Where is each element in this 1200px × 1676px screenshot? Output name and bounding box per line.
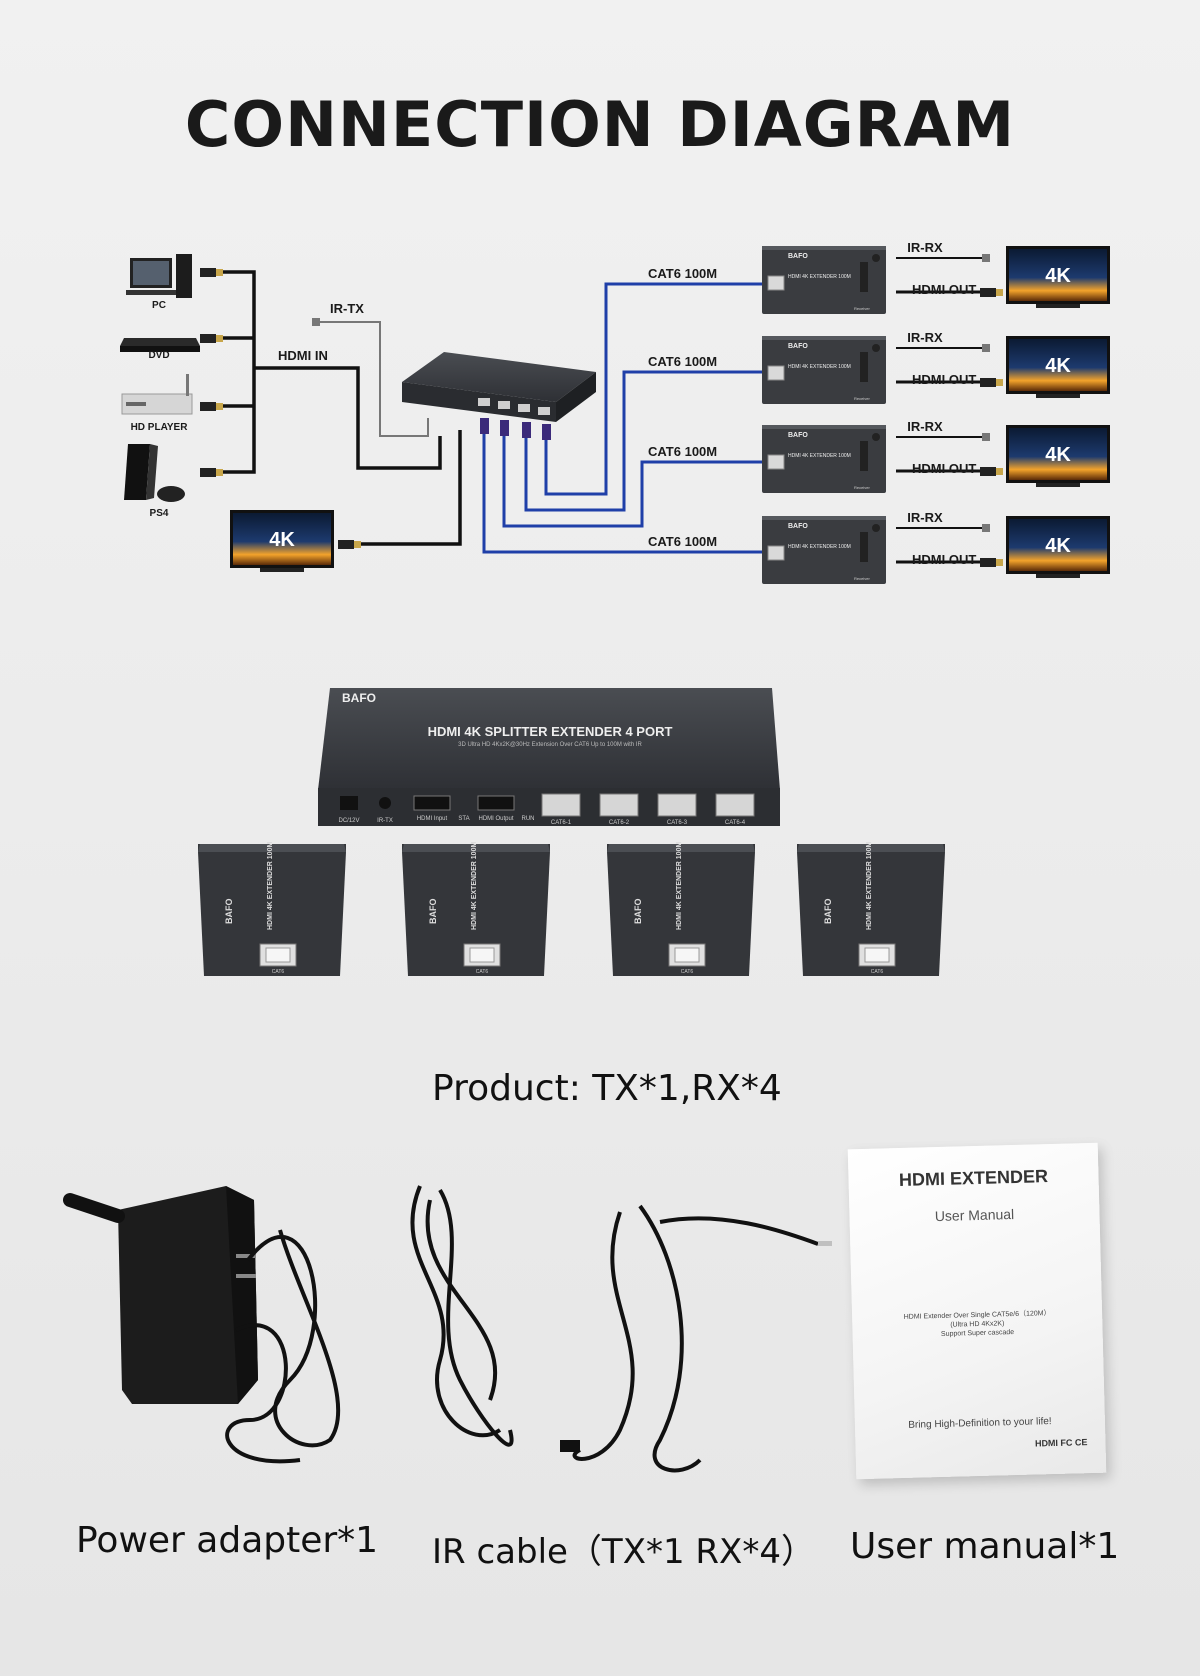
receiver-product-image-2 bbox=[401, 841, 551, 977]
product-caption: Product: TX*1,RX*4 bbox=[432, 1068, 782, 1109]
receiver-box-3 bbox=[761, 424, 887, 494]
manual-description: HDMI Extender Over Single CAT5e/6（120M） … bbox=[903, 1310, 1051, 1338]
splitter-product-image: BAFO HDMI 4K SPLITTER EXTENDER 4 PORT 3D… bbox=[318, 688, 780, 826]
ir-receiver-head-icon bbox=[560, 1440, 580, 1452]
ir-cable-caption: IR cable（TX*1 RX*4） bbox=[432, 1532, 815, 1572]
source-device-hd-player bbox=[121, 374, 193, 415]
ir-tx-label: IR-TX bbox=[330, 301, 364, 316]
source-device-dvd bbox=[120, 338, 200, 352]
ir-cable-image bbox=[410, 1185, 819, 1473]
receiver-product-image-3 bbox=[606, 841, 756, 977]
manual-subtitle: User Manual bbox=[934, 1205, 1015, 1225]
port-label-hdmi-output: HDMI Output bbox=[478, 816, 513, 822]
ir-rx-label-1: IR-RX bbox=[907, 240, 943, 255]
source-label-hd-player: HD PLAYER bbox=[131, 422, 189, 433]
receiver-box-2 bbox=[761, 335, 887, 405]
manual-logos: HDMI FC CE bbox=[1034, 1437, 1088, 1449]
cat6-plugs bbox=[480, 418, 551, 440]
port-label-dc: DC/12V bbox=[338, 818, 359, 824]
port-label-cat6-1: CAT6-1 bbox=[551, 820, 572, 826]
port-label-ir-tx: IR-TX bbox=[377, 818, 393, 824]
hdmi-out-label-3: HDMI OUT bbox=[912, 461, 976, 476]
ir-tx-cable bbox=[318, 321, 429, 437]
hdmi-in-label: HDMI IN bbox=[278, 348, 328, 363]
cat6-label-4: CAT6 100M bbox=[648, 534, 717, 549]
splitter-title: HDMI 4K SPLITTER EXTENDER 4 PORT bbox=[428, 724, 673, 739]
splitter-port-labels: DC/12V IR-TX HDMI Input STA HDMI Output … bbox=[338, 816, 745, 826]
splitter-transmitter bbox=[402, 352, 596, 422]
receiver-box-1 bbox=[761, 245, 887, 315]
source-device-ps4 bbox=[124, 444, 185, 502]
receiver-product-image-1 bbox=[197, 841, 347, 977]
local-tv-icon bbox=[230, 510, 334, 572]
power-adapter-caption: Power adapter*1 bbox=[76, 1520, 379, 1561]
manual-slogan: Bring High-Definition to your life! bbox=[908, 1416, 1052, 1431]
user-manual-caption: User manual*1 bbox=[850, 1526, 1120, 1567]
receiver-product-image-4 bbox=[796, 841, 946, 977]
hdmi-output-cable bbox=[360, 430, 462, 546]
source-label-pc: PC bbox=[152, 300, 166, 311]
port-label-run: RUN bbox=[522, 816, 535, 822]
receiver-box-4 bbox=[761, 515, 887, 585]
source-label-ps4: PS4 bbox=[150, 508, 169, 519]
ir-rx-label-2: IR-RX bbox=[907, 330, 943, 345]
display-tv-icon-2 bbox=[1006, 336, 1110, 398]
display-tv-icon-1 bbox=[1006, 246, 1110, 308]
source-label-dvd: DVD bbox=[148, 350, 169, 361]
receiver-output-links bbox=[896, 257, 996, 564]
display-tv-icon-4 bbox=[1006, 516, 1110, 578]
ir-tx-emitter bbox=[312, 318, 320, 326]
hdmi-input-cables bbox=[218, 270, 442, 474]
ir-jack-icon bbox=[818, 1241, 832, 1246]
port-label-cat6-3: CAT6-3 bbox=[667, 820, 688, 826]
display-tv-icon-3 bbox=[1006, 425, 1110, 487]
cat6-label-1: CAT6 100M bbox=[648, 266, 717, 281]
splitter-subtitle: 3D Ultra HD 4Kx2K@30Hz Extension Over CA… bbox=[458, 742, 642, 748]
source-device-pc bbox=[126, 254, 192, 298]
cat6-label-3: CAT6 100M bbox=[648, 444, 717, 459]
manual-title: HDMI EXTENDER bbox=[898, 1166, 1049, 1190]
ir-rx-label-3: IR-RX bbox=[907, 419, 943, 434]
power-adapter-image bbox=[63, 1186, 341, 1464]
hdmi-out-label-2: HDMI OUT bbox=[912, 372, 976, 387]
port-label-hdmi-input: HDMI Input bbox=[417, 816, 448, 822]
cat6-cables bbox=[482, 282, 766, 554]
hdmi-out-label-1: HDMI OUT bbox=[912, 282, 976, 297]
hdmi-out-label-4: HDMI OUT bbox=[912, 552, 976, 567]
splitter-brand: BAFO bbox=[342, 691, 376, 705]
user-manual-image: HDMI EXTENDER User Manual HDMI Extender … bbox=[847, 1142, 1107, 1480]
page-title: CONNECTION DIAGRAM bbox=[184, 88, 1016, 161]
ir-rx-label-4: IR-RX bbox=[907, 510, 943, 525]
port-label-cat6-2: CAT6-2 bbox=[609, 820, 630, 826]
port-label-cat6-4: CAT6-4 bbox=[725, 820, 746, 826]
cat6-label-2: CAT6 100M bbox=[648, 354, 717, 369]
port-label-sta: STA bbox=[458, 816, 469, 822]
